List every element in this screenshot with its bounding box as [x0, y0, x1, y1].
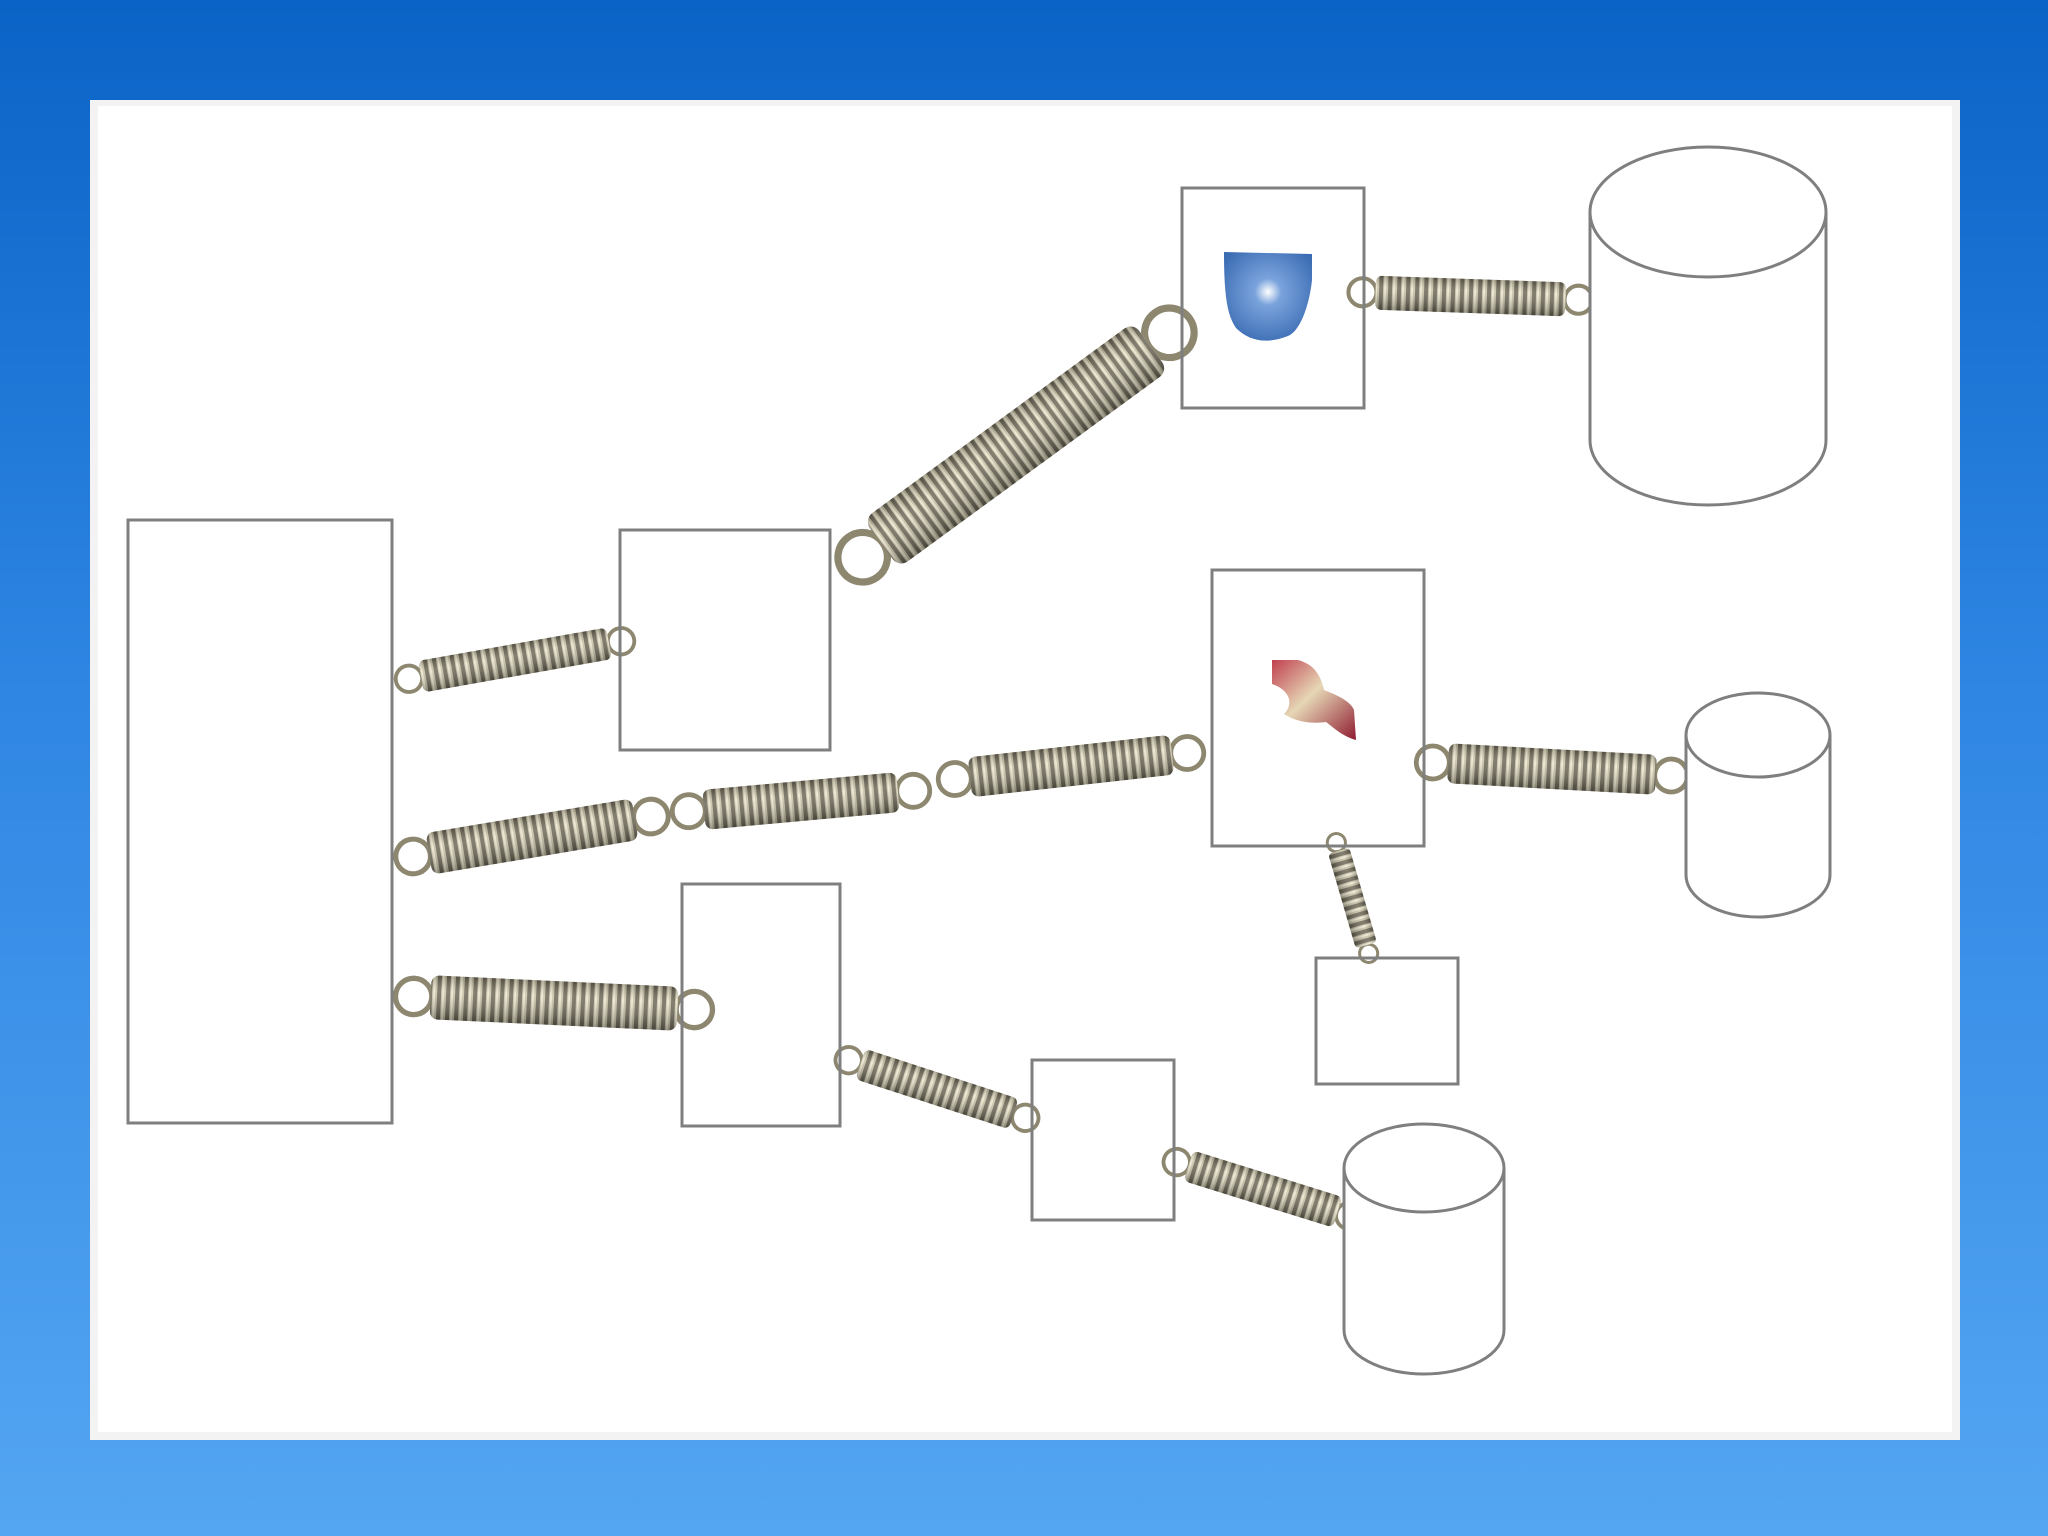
main-box — [126, 518, 394, 1125]
box-e — [1030, 1058, 1176, 1222]
spring-box-d-to-box-f — [1325, 832, 1380, 964]
box-b — [680, 882, 842, 1128]
spring-box-c-to-db-1 — [1346, 275, 1595, 317]
box-f — [1314, 956, 1460, 1086]
cylinder-db-2 — [1684, 691, 1832, 919]
box-c — [1180, 186, 1366, 410]
blue-blob-image — [1224, 252, 1312, 341]
spring-main-to-chain-1 — [393, 796, 671, 877]
cylinder-db-3 — [1342, 1122, 1506, 1376]
box-d — [1210, 568, 1426, 848]
spring-chain-2 — [669, 771, 933, 831]
box-a — [618, 528, 832, 752]
cylinder-db-1 — [1588, 145, 1828, 507]
spring-box-b-to-box-e — [833, 1045, 1041, 1133]
spring-chain-3-to-box-d — [935, 734, 1207, 798]
spring-main-to-box-b — [392, 975, 716, 1031]
spring-box-d-to-db-2 — [1413, 743, 1691, 795]
spring-box-a-to-box-c — [834, 304, 1198, 586]
spring-connectors — [392, 275, 1691, 1232]
spring-main-to-box-a — [393, 626, 637, 694]
red-blob-image — [1272, 660, 1356, 740]
